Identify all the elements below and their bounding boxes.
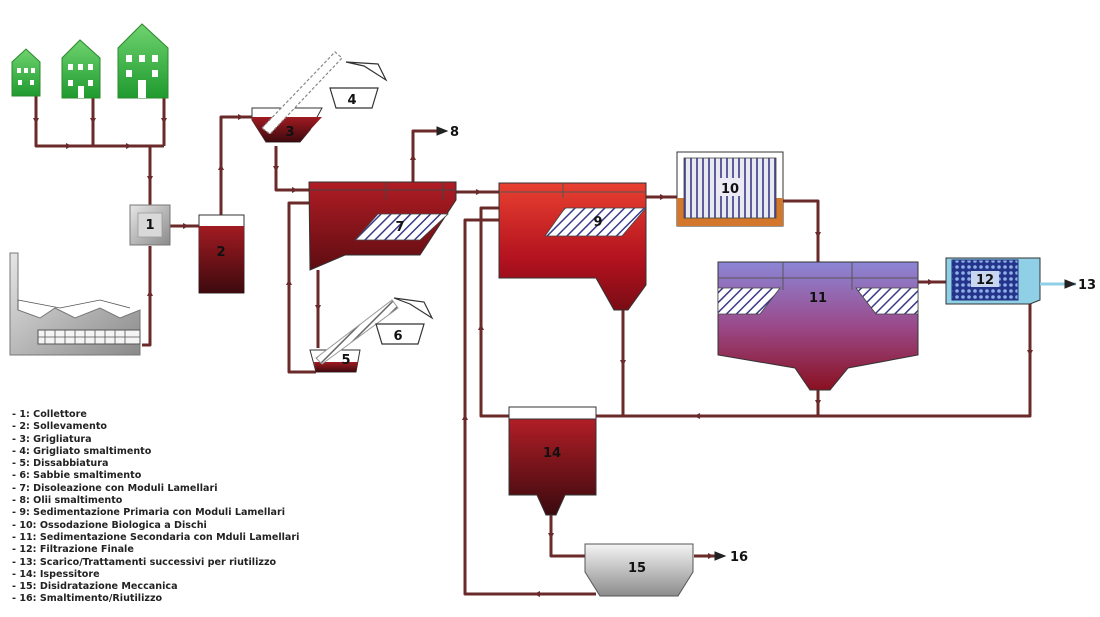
legend-item: - 9: Sedimentazione Primaria con Moduli …	[12, 507, 285, 519]
legend-item: - 8: Olii smaltimento	[12, 495, 123, 507]
legend-item: - 6: Sabbie smaltimento	[12, 470, 142, 482]
final-filter: 12	[945, 257, 1041, 305]
secondary-sedimentation-tank: 11	[717, 261, 919, 391]
legend-item: - 14: Ispessitore	[12, 568, 100, 580]
node-label-13: 13	[1078, 278, 1096, 293]
node-label-7: 7	[395, 220, 404, 235]
legend-item: - 12: Filtrazione Finale	[12, 544, 134, 556]
node-label-1: 1	[145, 218, 154, 233]
factory-icon	[9, 252, 141, 356]
legend-item: - 3: Grigliatura	[12, 433, 92, 445]
legend-item: - 1: Collettore	[12, 409, 87, 420]
biological-disc-reactor: 10	[676, 151, 784, 227]
node-label-3: 3	[285, 125, 294, 140]
lifting-tank: 2	[198, 214, 245, 294]
legend-item: - 15: Disidratazione Meccanica	[12, 581, 178, 593]
node-label-6: 6	[393, 329, 402, 344]
flow-arrows	[33, 114, 1033, 597]
dewatering-unit: 15	[584, 543, 694, 597]
legend-item: - 13: Scarico/Trattamenti successivi per…	[12, 556, 277, 568]
node-label-8: 8	[450, 125, 459, 140]
legend-item: - 16: Smaltimento/Riutilizzo	[12, 593, 163, 605]
grit-removal-unit: 5	[309, 299, 399, 373]
node-label-5: 5	[341, 353, 350, 368]
house-icon	[11, 48, 41, 97]
legend-item: - 2: Sollevamento	[12, 421, 107, 433]
node-label-14: 14	[543, 446, 561, 461]
sand-bin: 6	[375, 297, 434, 345]
oil-separator-tank: 7	[308, 181, 457, 271]
house-icon	[61, 39, 101, 99]
node-label-2: 2	[216, 245, 225, 260]
node-label-15: 15	[628, 561, 646, 576]
legend-item: - 10: Ossodazione Biologica a Dischi	[12, 519, 207, 531]
legend-item: - 11: Sedimentazione Secondaria con Mdul…	[12, 531, 300, 543]
node-label-10: 10	[721, 182, 739, 197]
node-label-4: 4	[347, 93, 356, 108]
collector-node: 1	[129, 204, 171, 246]
screenings-bin: 4	[329, 61, 388, 109]
legend: - 1: Collettore - 2: Sollevamento - 3: G…	[12, 409, 312, 606]
screening-unit: 3	[251, 51, 343, 143]
node-label-11: 11	[809, 291, 827, 306]
node-label-12: 12	[976, 273, 994, 288]
thickener-tank: 14	[508, 406, 597, 516]
legend-item: - 5: Dissabbiatura	[12, 458, 109, 470]
node-label-9: 9	[593, 215, 602, 230]
house-icon	[117, 23, 169, 99]
legend-item: - 7: Disoleazione con Moduli Lamellari	[12, 482, 218, 494]
primary-sedimentation-tank: 9	[498, 182, 647, 311]
legend-item: - 4: Grigliato smaltimento	[12, 445, 152, 457]
node-label-16: 16	[730, 550, 748, 565]
